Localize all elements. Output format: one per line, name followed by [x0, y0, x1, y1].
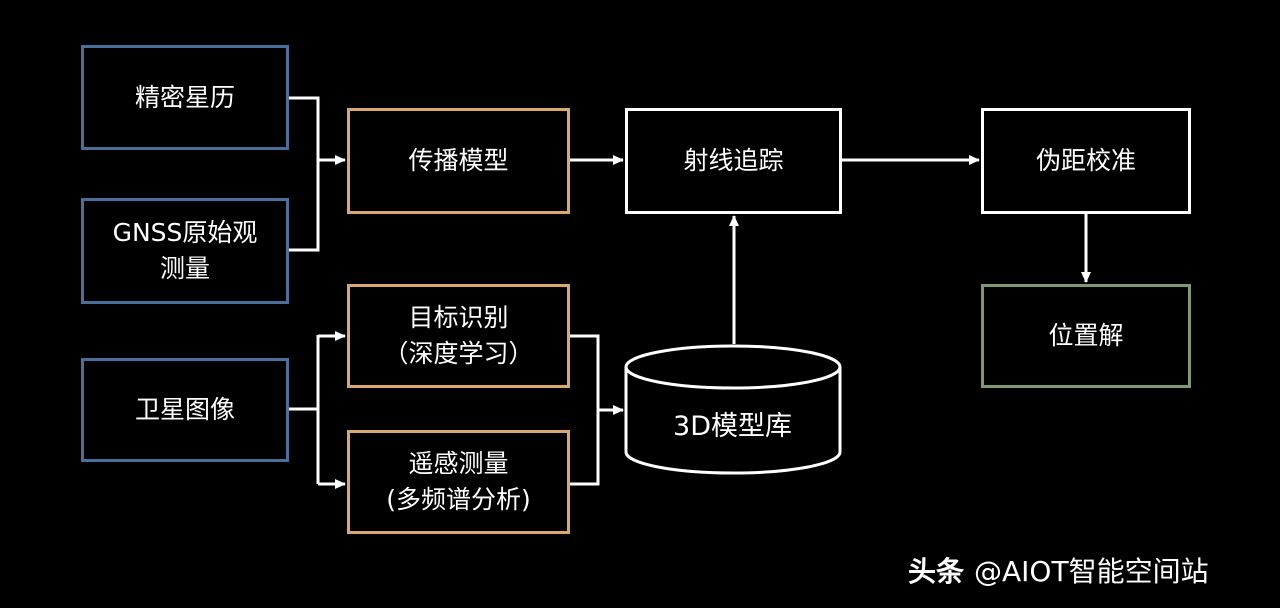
node-position-solution-label: 位置解: [1048, 321, 1124, 350]
node-position-solution: 位置解: [981, 284, 1191, 388]
node-satellite-image-label: 卫星图像: [134, 395, 235, 424]
node-remote-sensing: 遥感测量 (多频谱分析): [347, 430, 570, 534]
node-satellite-image: 卫星图像: [81, 358, 289, 462]
node-gnss-raw: GNSS原始观 测量: [81, 198, 289, 304]
node-propagation-model: 传播模型: [347, 108, 570, 214]
node-ephemeris: 精密星历: [81, 45, 289, 150]
node-target-recognition-line1: 目标识别: [408, 303, 509, 332]
edge-target-remote-merge: [570, 334, 600, 486]
edge-satimage-split: [289, 335, 320, 411]
edge-ephemeris-merge: [289, 96, 320, 252]
watermark-handle: @AIOT智能空间站: [974, 555, 1209, 588]
node-ray-tracing-label: 射线追踪: [683, 146, 784, 175]
watermark: 头条 @AIOT智能空间站: [908, 548, 1209, 592]
node-pseudorange-calibration: 伪距校准: [981, 108, 1191, 214]
node-ephemeris-label: 精密星历: [134, 82, 235, 112]
node-gnss-raw-line1: GNSS原始观: [112, 218, 258, 247]
node-remote-sensing-line1: 遥感测量: [408, 449, 509, 478]
node-pseudorange-calibration-label: 伪距校准: [1035, 146, 1136, 175]
watermark-brand: 头条: [908, 555, 965, 588]
node-ray-tracing: 射线追踪: [625, 108, 842, 214]
node-target-recognition-line2: （深度学习）: [383, 339, 534, 368]
node-remote-sensing-line2: (多频谱分析): [386, 485, 531, 514]
model-db-cylinder: [624, 344, 842, 475]
node-propagation-model-label: 传播模型: [408, 146, 509, 175]
node-gnss-raw-line2: 测量: [159, 254, 210, 283]
model-db-label: 3D模型库: [673, 410, 792, 442]
node-target-recognition: 目标识别 （深度学习）: [347, 284, 570, 388]
